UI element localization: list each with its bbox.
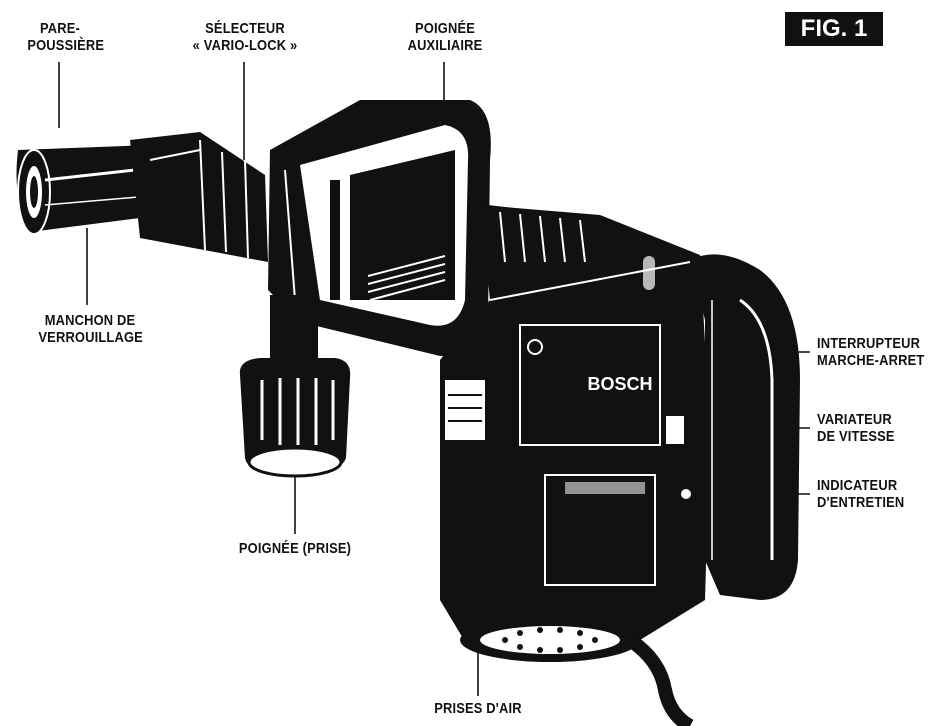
- label-speed-control: VARIATEUR DE VITESSE: [817, 411, 920, 445]
- label-dust-shield-line2: POUSSIÈRE: [27, 37, 105, 54]
- label-on-off-switch-line1: INTERRUPTEUR: [817, 335, 921, 352]
- label-speed-control-line1: VARIATEUR: [817, 411, 892, 428]
- label-aux-handle-line2: AUXILIAIRE: [407, 37, 483, 54]
- label-locking-sleeve-line2: VERROUILLAGE: [38, 329, 143, 346]
- label-service-indicator-line2: D'ENTRETIEN: [817, 494, 905, 511]
- power-cord: [625, 634, 694, 726]
- main-handle-part: [690, 254, 800, 600]
- label-on-off-switch-line2: MARCHE-ARRET: [817, 352, 925, 369]
- label-grip-handle-line1: POIGNÉE (PRISE): [238, 540, 352, 557]
- motor-housing-part: BOSCH: [440, 205, 710, 650]
- auxiliary-handle-part: [268, 100, 491, 357]
- label-air-vents: PRISES D'AIR: [426, 700, 529, 717]
- label-vario-lock-line2: « VARIO-LOCK »: [192, 37, 298, 54]
- locking-sleeve-part: [16, 145, 150, 235]
- air-vents-part: [460, 618, 640, 662]
- grip-handle-part: [239, 295, 351, 478]
- label-vario-lock-line1: SÉLECTEUR: [205, 20, 285, 37]
- cooling-fins-part: [488, 205, 640, 263]
- label-service-indicator-line1: INDICATEUR: [817, 477, 898, 494]
- label-aux-handle-line1: POIGNÉE: [415, 20, 475, 37]
- label-on-off-switch: INTERRUPTEUR MARCHE-ARRET: [817, 335, 929, 369]
- label-vario-lock: SÉLECTEUR « VARIO-LOCK »: [185, 20, 305, 54]
- label-speed-control-line2: DE VITESSE: [817, 428, 895, 445]
- brand-logo: BOSCH: [587, 374, 652, 394]
- label-locking-sleeve-line1: MANCHON DE: [44, 312, 136, 329]
- label-dust-shield-line1: PARE-: [39, 20, 81, 37]
- label-locking-sleeve: MANCHON DE VERROUILLAGE: [38, 312, 143, 346]
- figure-label: FIG. 1: [785, 12, 883, 46]
- label-grip-handle: POIGNÉE (PRISE): [226, 540, 364, 557]
- vario-lock-selector-part: [130, 132, 268, 262]
- label-aux-handle: POIGNÉE AUXILIAIRE: [402, 20, 488, 54]
- label-service-indicator: INDICATEUR D'ENTRETIEN: [817, 477, 925, 511]
- label-air-vents-line1: PRISES D'AIR: [434, 700, 522, 717]
- label-dust-shield: PARE- POUSSIÈRE: [27, 20, 105, 54]
